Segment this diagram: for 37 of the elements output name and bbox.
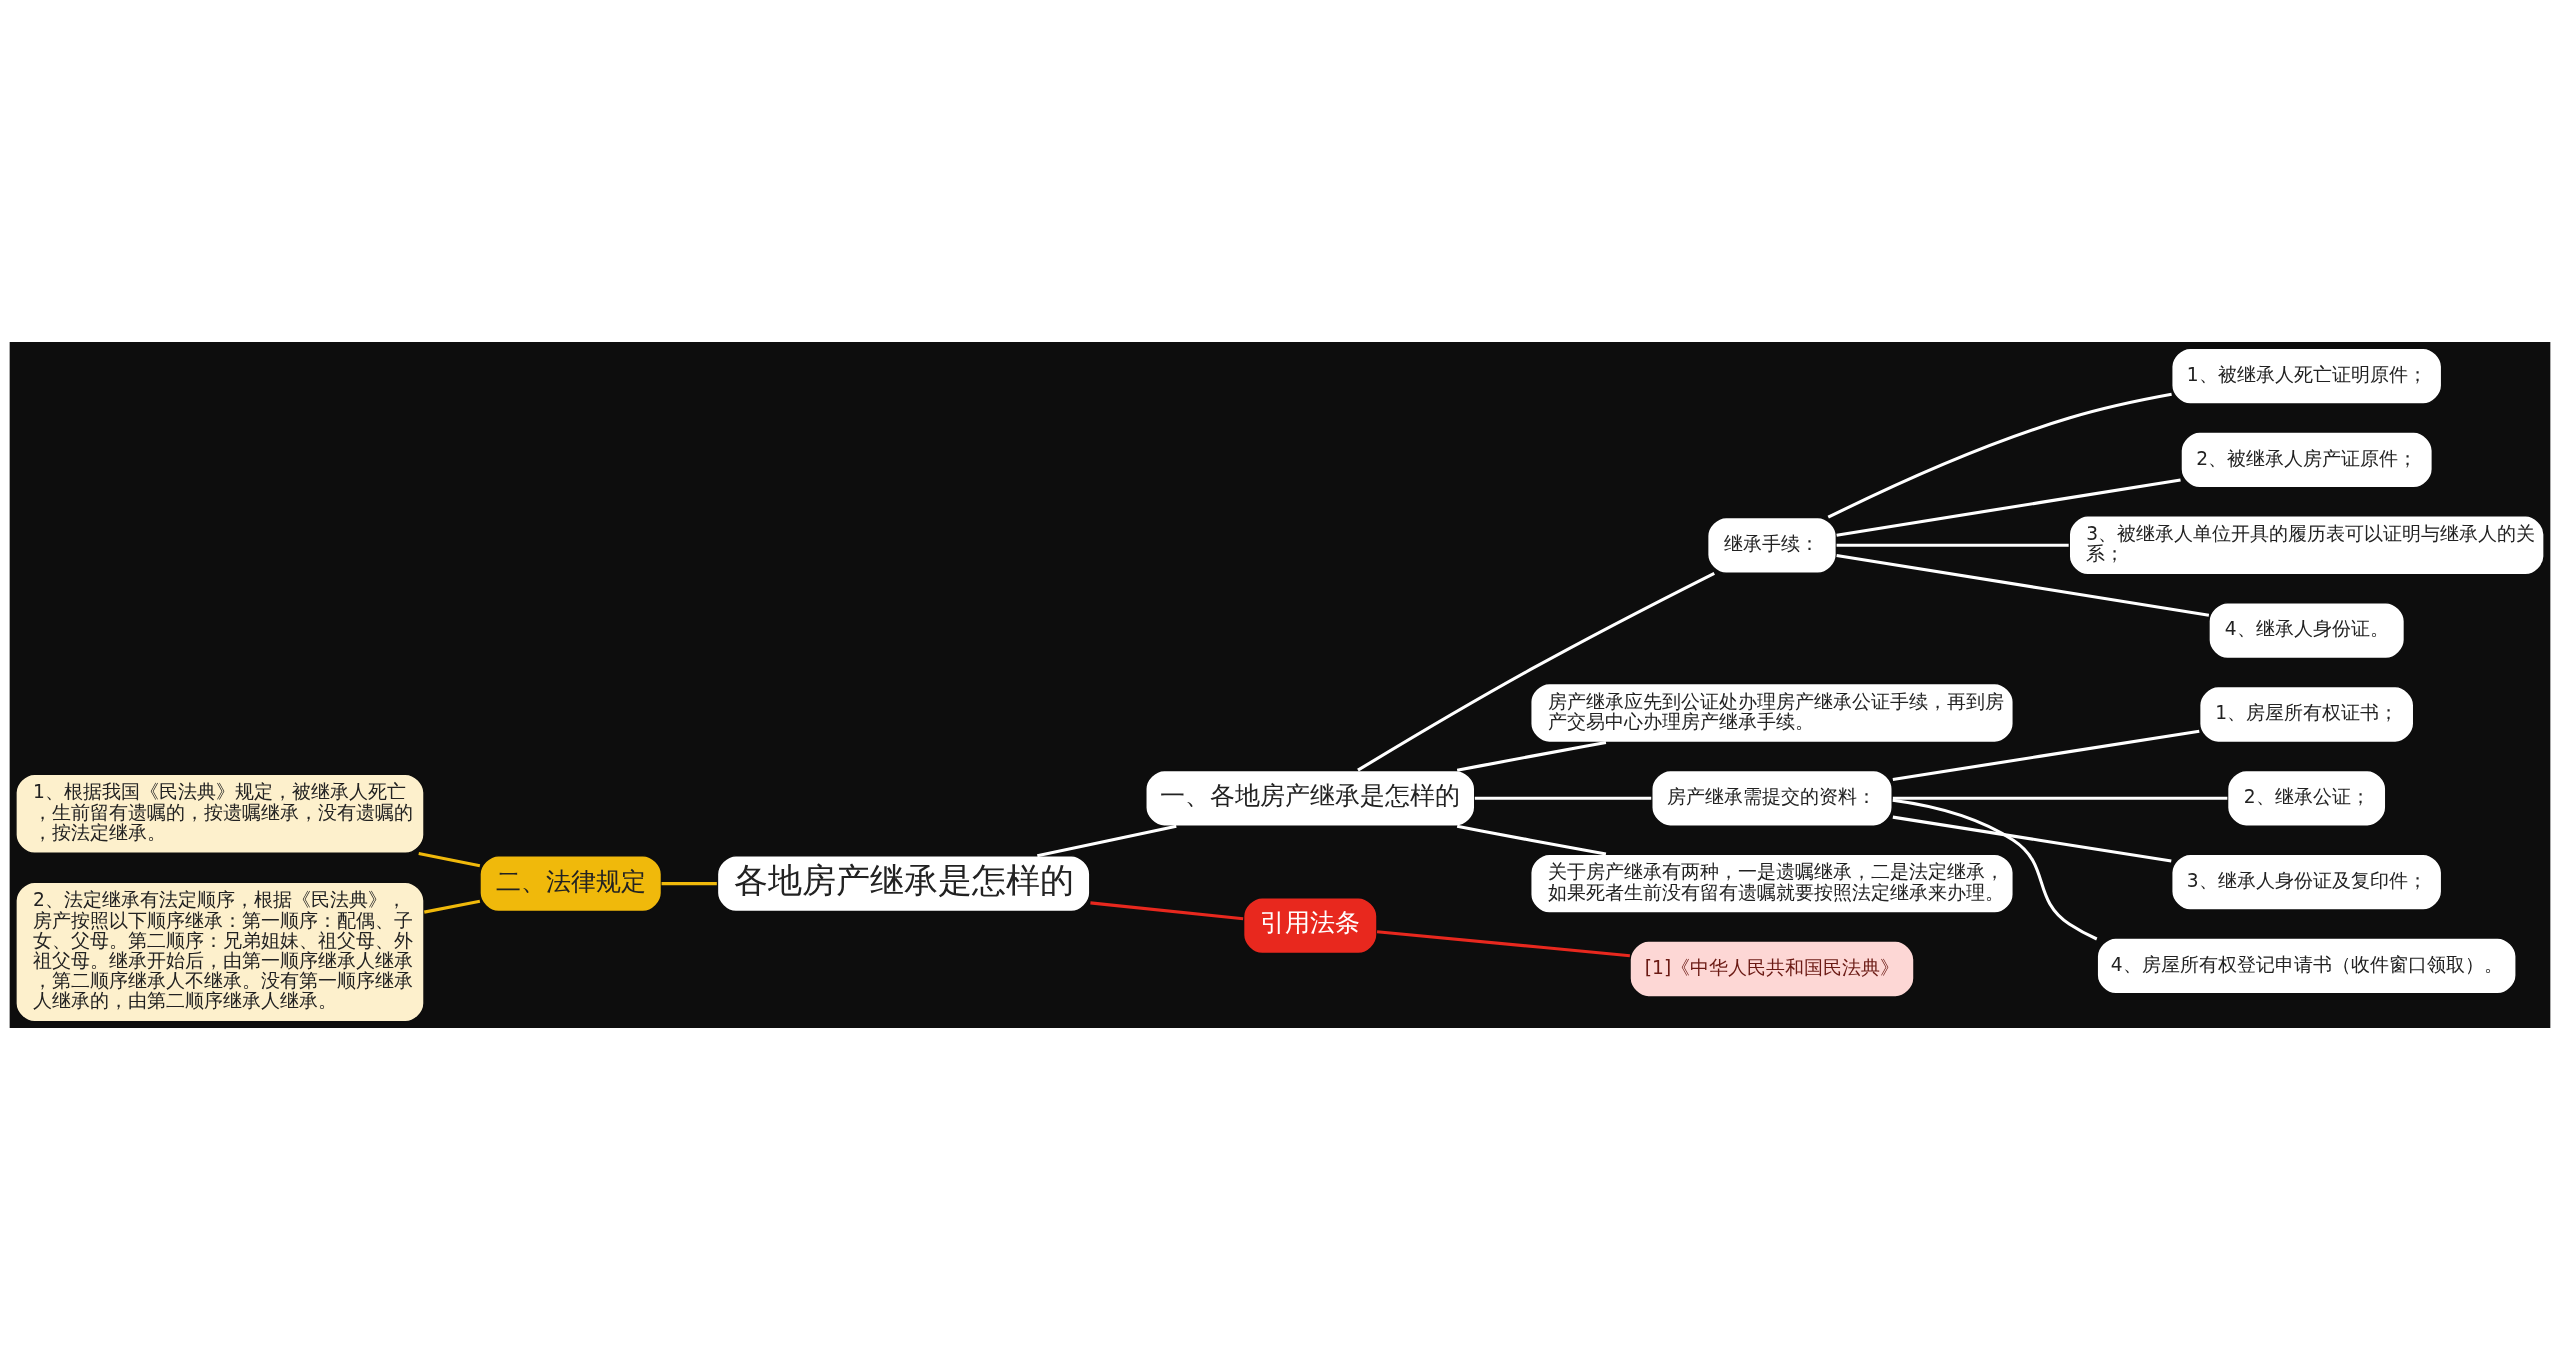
connector bbox=[1827, 392, 2172, 519]
node-box: [1]《中华人民共和国民法典》 bbox=[1629, 939, 1915, 998]
connector bbox=[1836, 477, 2181, 537]
connector bbox=[1456, 824, 1607, 856]
node-box: 各地房产继承是怎样的 bbox=[716, 854, 1091, 912]
node-box: 1、根据我国《民法典》规定，被继承人死亡，生前留有遗嘱的，按遗嘱继承，没有遗嘱的，按法定继承。 bbox=[15, 772, 425, 854]
connector bbox=[1376, 929, 1630, 957]
connector bbox=[1456, 740, 1607, 772]
connector bbox=[1474, 796, 1652, 800]
node-box: 关于房产继承有两种，一是遗嘱继承，二是法定继承，如果死者生前没有留有遗嘱就要按照法定继承来办理。 bbox=[1529, 852, 2015, 914]
node-box: 二、法律规定 bbox=[479, 854, 663, 912]
connector bbox=[1357, 571, 1715, 771]
connector bbox=[1090, 900, 1244, 920]
node-box: 3、被继承人单位开具的履历表可以证明与继承人的关系； bbox=[2068, 514, 2545, 576]
node-box: 一、各地房产继承是怎样的 bbox=[1144, 769, 1476, 827]
node-box: 4、继承人身份证。 bbox=[2208, 601, 2406, 659]
connector bbox=[418, 851, 481, 867]
connector bbox=[1892, 798, 2098, 940]
node-box: 1、房屋所有权证书； bbox=[2198, 685, 2415, 743]
node-box: 3、继承人身份证及复印件； bbox=[2170, 852, 2443, 911]
connector bbox=[1892, 815, 2172, 863]
connector bbox=[1892, 729, 2200, 781]
connector bbox=[1836, 543, 2069, 547]
node-box: 继承手续： bbox=[1706, 516, 1838, 574]
node-box: 引用法条 bbox=[1242, 896, 1378, 954]
node-box: 4、房屋所有权登记申请书（收件窗口领取）。 bbox=[2096, 936, 2517, 995]
connector bbox=[423, 899, 481, 914]
node-box: 房产继承应先到公证处办理房产继承公证手续，再到房产交易中心办理房产继承手续。 bbox=[1529, 682, 2015, 743]
node-box: 2、法定继承有法定顺序，根据《民法典》，房产按照以下顺序继承：第一顺序：配偶、子女、父母。第二顺序：兄弟姐妹、祖父母、外祖父母。继承开始后，由第一顺序继承人继承，第二顺序继承人不继承。没有第一顺序继承人继承的，由第二顺序继承人继承。 bbox=[15, 880, 425, 1023]
node-box: 1、被继承人死亡证明原件； bbox=[2170, 346, 2443, 405]
node-box: 房产继承需提交的资料： bbox=[1650, 769, 1894, 827]
node-box: 2、继承公证； bbox=[2226, 769, 2387, 827]
node-box: 2、被继承人房产证原件； bbox=[2180, 430, 2434, 489]
connector bbox=[1836, 553, 2210, 617]
connector bbox=[661, 881, 717, 885]
connector bbox=[1892, 796, 2228, 800]
connector bbox=[1037, 824, 1177, 857]
